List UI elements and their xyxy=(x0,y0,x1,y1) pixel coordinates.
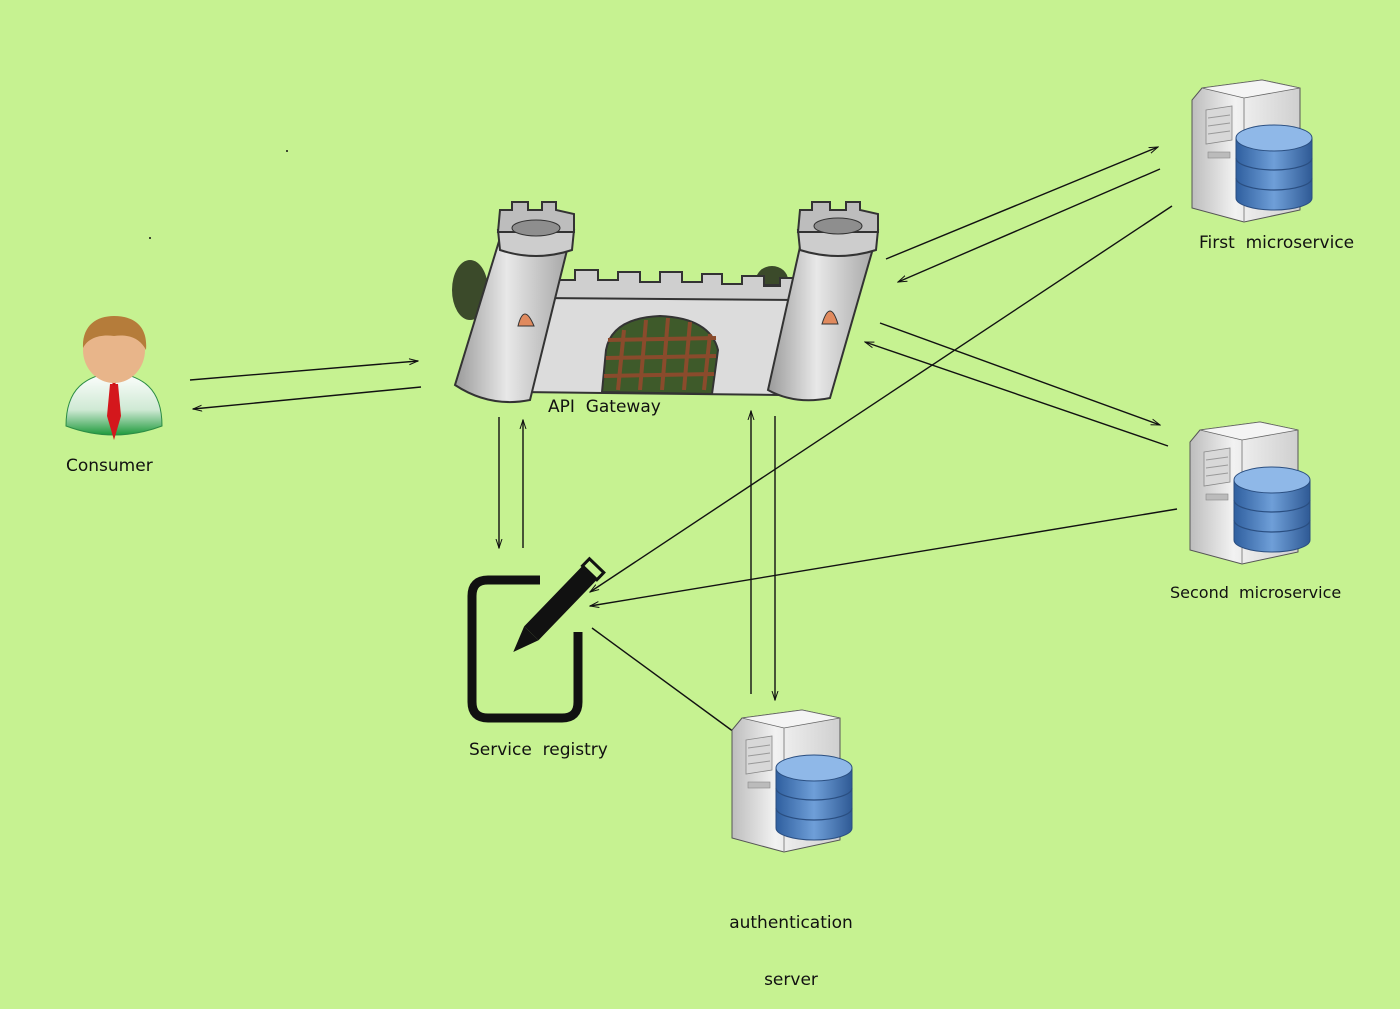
first-server-icon xyxy=(1191,79,1313,223)
consumer-to-gateway-arrow xyxy=(189,361,418,381)
stray-dot xyxy=(286,150,288,152)
gateway-to-first-arrow xyxy=(885,146,1158,260)
registry-label: Service registry xyxy=(469,740,608,760)
first-to-registry-arrow xyxy=(590,205,1173,592)
second-microservice-label: Second microservice xyxy=(1170,583,1342,602)
connector-lines xyxy=(189,146,1178,733)
user-icon xyxy=(65,316,163,440)
auth-server-label-line2: server xyxy=(764,970,818,990)
auth-to-registry-line xyxy=(591,627,735,733)
second-to-gateway-arrow xyxy=(865,341,1169,447)
first-to-gateway-arrow xyxy=(898,168,1161,283)
architecture-diagram xyxy=(65,79,1313,853)
gateway-label: API Gateway xyxy=(548,397,661,417)
pencil-note-icon xyxy=(467,556,606,723)
stray-dot xyxy=(149,237,151,239)
castle-icon xyxy=(452,201,880,404)
gateway-to-consumer-arrow xyxy=(193,386,422,409)
first-microservice-label: First microservice xyxy=(1199,233,1355,253)
second-server-icon xyxy=(1189,421,1311,565)
auth-server-icon xyxy=(731,709,853,853)
consumer-label: Consumer xyxy=(66,456,153,476)
auth-server-label: authentication server xyxy=(726,876,856,1009)
second-to-registry-arrow xyxy=(590,508,1178,606)
gateway-to-second-arrow xyxy=(879,322,1160,426)
auth-server-label-line1: authentication xyxy=(729,913,853,933)
